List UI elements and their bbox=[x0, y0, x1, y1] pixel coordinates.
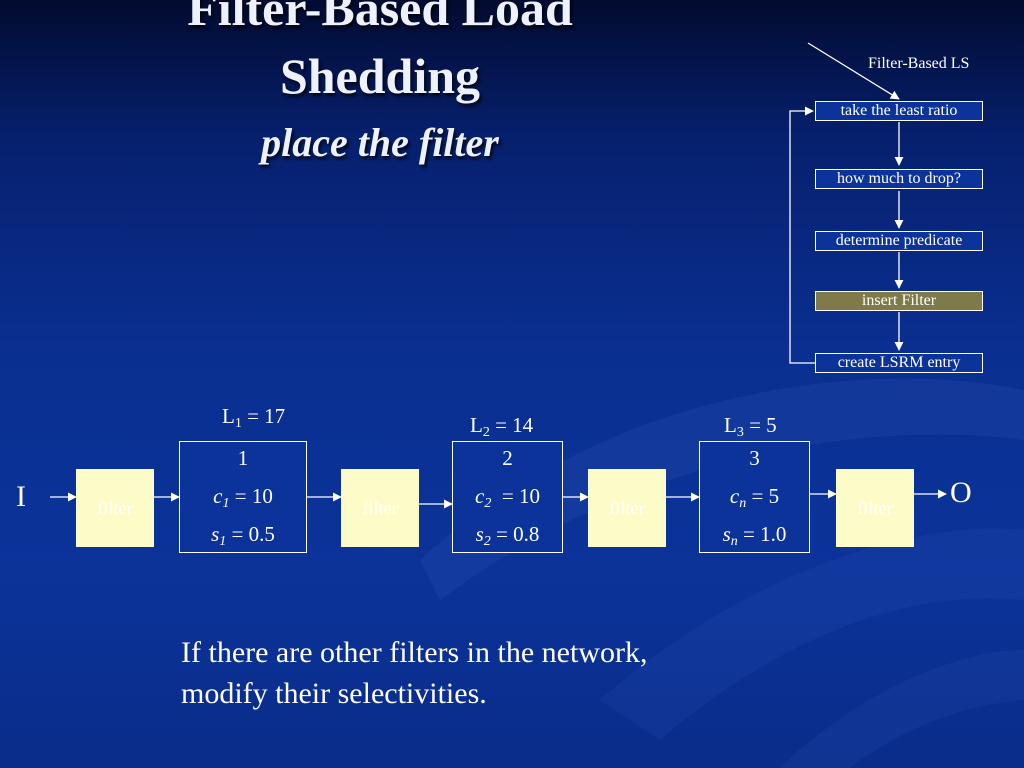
filter-box-2: filter bbox=[341, 469, 419, 547]
operator-3-load-label: L3 = 5 bbox=[724, 413, 777, 440]
operator-1-selectivity: s1 = 0.5 bbox=[211, 522, 275, 549]
slide-title-line1: Filter-Based Load bbox=[187, 0, 573, 36]
slide-title-line2: Shedding bbox=[279, 48, 481, 104]
slide-subtitle: place the filter bbox=[261, 120, 499, 165]
operator-box-2: 2 c2 = 10 s2 = 0.8 bbox=[452, 441, 563, 553]
flow-loop-arrow bbox=[789, 106, 815, 364]
filter-box-3: filter bbox=[588, 469, 666, 547]
operator-1-id: 1 bbox=[237, 446, 249, 470]
network-input-label: I bbox=[16, 480, 26, 513]
network-output-label: O bbox=[950, 476, 972, 509]
flow-step-determine-predicate: determine predicate bbox=[815, 231, 983, 251]
filter-box-1: filter bbox=[76, 469, 154, 547]
caption-pointer-arrow bbox=[807, 42, 900, 100]
flowchart-caption: Filter-Based LS bbox=[868, 55, 970, 72]
body-text: If there are other filters in the networ… bbox=[181, 632, 801, 714]
slide-title-block: Filter-Based Load Shedding place the fil… bbox=[100, 0, 660, 168]
operator-2-cost: c2 = 10 bbox=[475, 484, 540, 511]
operator-1-cost: c1 = 10 bbox=[213, 484, 273, 511]
flow-step-take-least-ratio: take the least ratio bbox=[815, 101, 983, 121]
operator-3-cost: cn = 5 bbox=[729, 484, 780, 511]
flow-step-insert-filter: insert Filter bbox=[815, 291, 983, 311]
body-text-line1: If there are other filters in the networ… bbox=[181, 636, 648, 669]
operator-3-selectivity: sn = 1.0 bbox=[722, 522, 787, 549]
operator-box-3: 3 cn = 5 sn = 1.0 bbox=[699, 441, 810, 553]
operator-2-selectivity: s2 = 0.8 bbox=[475, 522, 540, 549]
body-text-line2: modify their selectivities. bbox=[181, 677, 487, 710]
operator-1-load-label: L1 = 17 bbox=[222, 404, 286, 431]
filter-box-4: filter bbox=[836, 469, 914, 547]
operator-3-id: 3 bbox=[749, 446, 760, 470]
operator-2-load-label: L2 = 14 bbox=[470, 413, 534, 440]
flow-step-create-lsrm-entry: create LSRM entry bbox=[815, 353, 983, 373]
operator-2-id: 2 bbox=[502, 446, 513, 470]
operator-box-1: 1 c1 = 10 s1 = 0.5 bbox=[179, 441, 307, 553]
flow-step-how-much-to-drop: how much to drop? bbox=[815, 169, 983, 189]
